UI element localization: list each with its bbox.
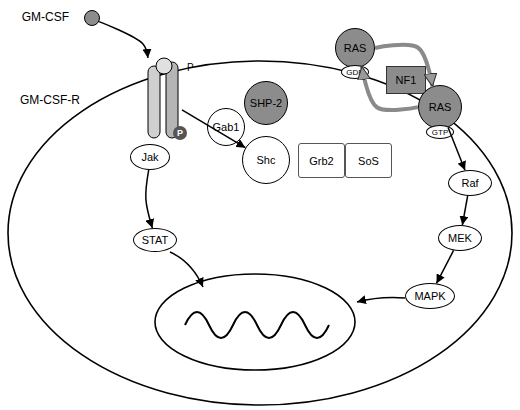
node-label: MAPK xyxy=(414,290,445,302)
cell-membrane xyxy=(8,61,512,405)
exchange-factor-box: SoS xyxy=(345,143,392,178)
nf1-box: NF1 xyxy=(386,66,426,94)
node-label: RAS xyxy=(344,42,367,54)
dna-wave xyxy=(185,312,329,338)
phospho-label: P xyxy=(187,62,194,73)
ras-protein: RAS xyxy=(418,85,462,129)
nuclear-arrow xyxy=(170,252,203,287)
node-label: MEK xyxy=(448,232,472,244)
node-label: Raf xyxy=(461,177,478,189)
node-label: SHP-2 xyxy=(250,97,282,109)
node-label: GDP xyxy=(346,68,363,77)
ras-protein: RAS xyxy=(335,28,375,68)
signal-arrow xyxy=(146,170,153,228)
transcription-factor-oval: STAT xyxy=(133,228,177,252)
adaptor-box: Grb2 xyxy=(298,143,345,178)
shp2-circle: SHP-2 xyxy=(244,81,288,125)
node-label: P xyxy=(177,128,183,138)
nucleotide-oval: GTP xyxy=(426,125,454,139)
node-label: NF1 xyxy=(396,74,417,86)
ligand-circle: GM-CSF xyxy=(84,10,100,26)
nucleotide-oval: GDP xyxy=(341,65,369,79)
node-label: RAS xyxy=(429,101,452,113)
signal-arrow xyxy=(462,196,467,225)
node-label: Gab1 xyxy=(213,121,240,133)
signal-arrow xyxy=(436,250,453,283)
nucleus xyxy=(155,274,355,370)
signal-arrow xyxy=(99,22,148,58)
kinase-oval: Raf xyxy=(448,170,492,196)
node-label: Jak xyxy=(141,151,158,163)
phospho-dot: P xyxy=(173,126,187,140)
node-label: GTP xyxy=(432,128,448,137)
node-label: Grb2 xyxy=(309,155,333,167)
receptor-chain xyxy=(148,66,160,138)
outside-label: GM-CSF-R xyxy=(20,93,80,107)
kinase-oval: Jak xyxy=(130,144,170,170)
adaptor-circle: Shc xyxy=(242,136,290,184)
node-label: SoS xyxy=(358,155,379,167)
node-label: STAT xyxy=(142,234,168,246)
adaptor-circle: Gab1 xyxy=(207,108,245,146)
nuclear-arrow xyxy=(357,298,405,303)
kinase-oval: MAPK xyxy=(405,283,455,309)
outside-label: GM-CSF xyxy=(22,10,69,24)
node-label: Shc xyxy=(257,154,276,166)
kinase-oval: MEK xyxy=(438,225,482,251)
bound-ligand xyxy=(156,58,172,74)
